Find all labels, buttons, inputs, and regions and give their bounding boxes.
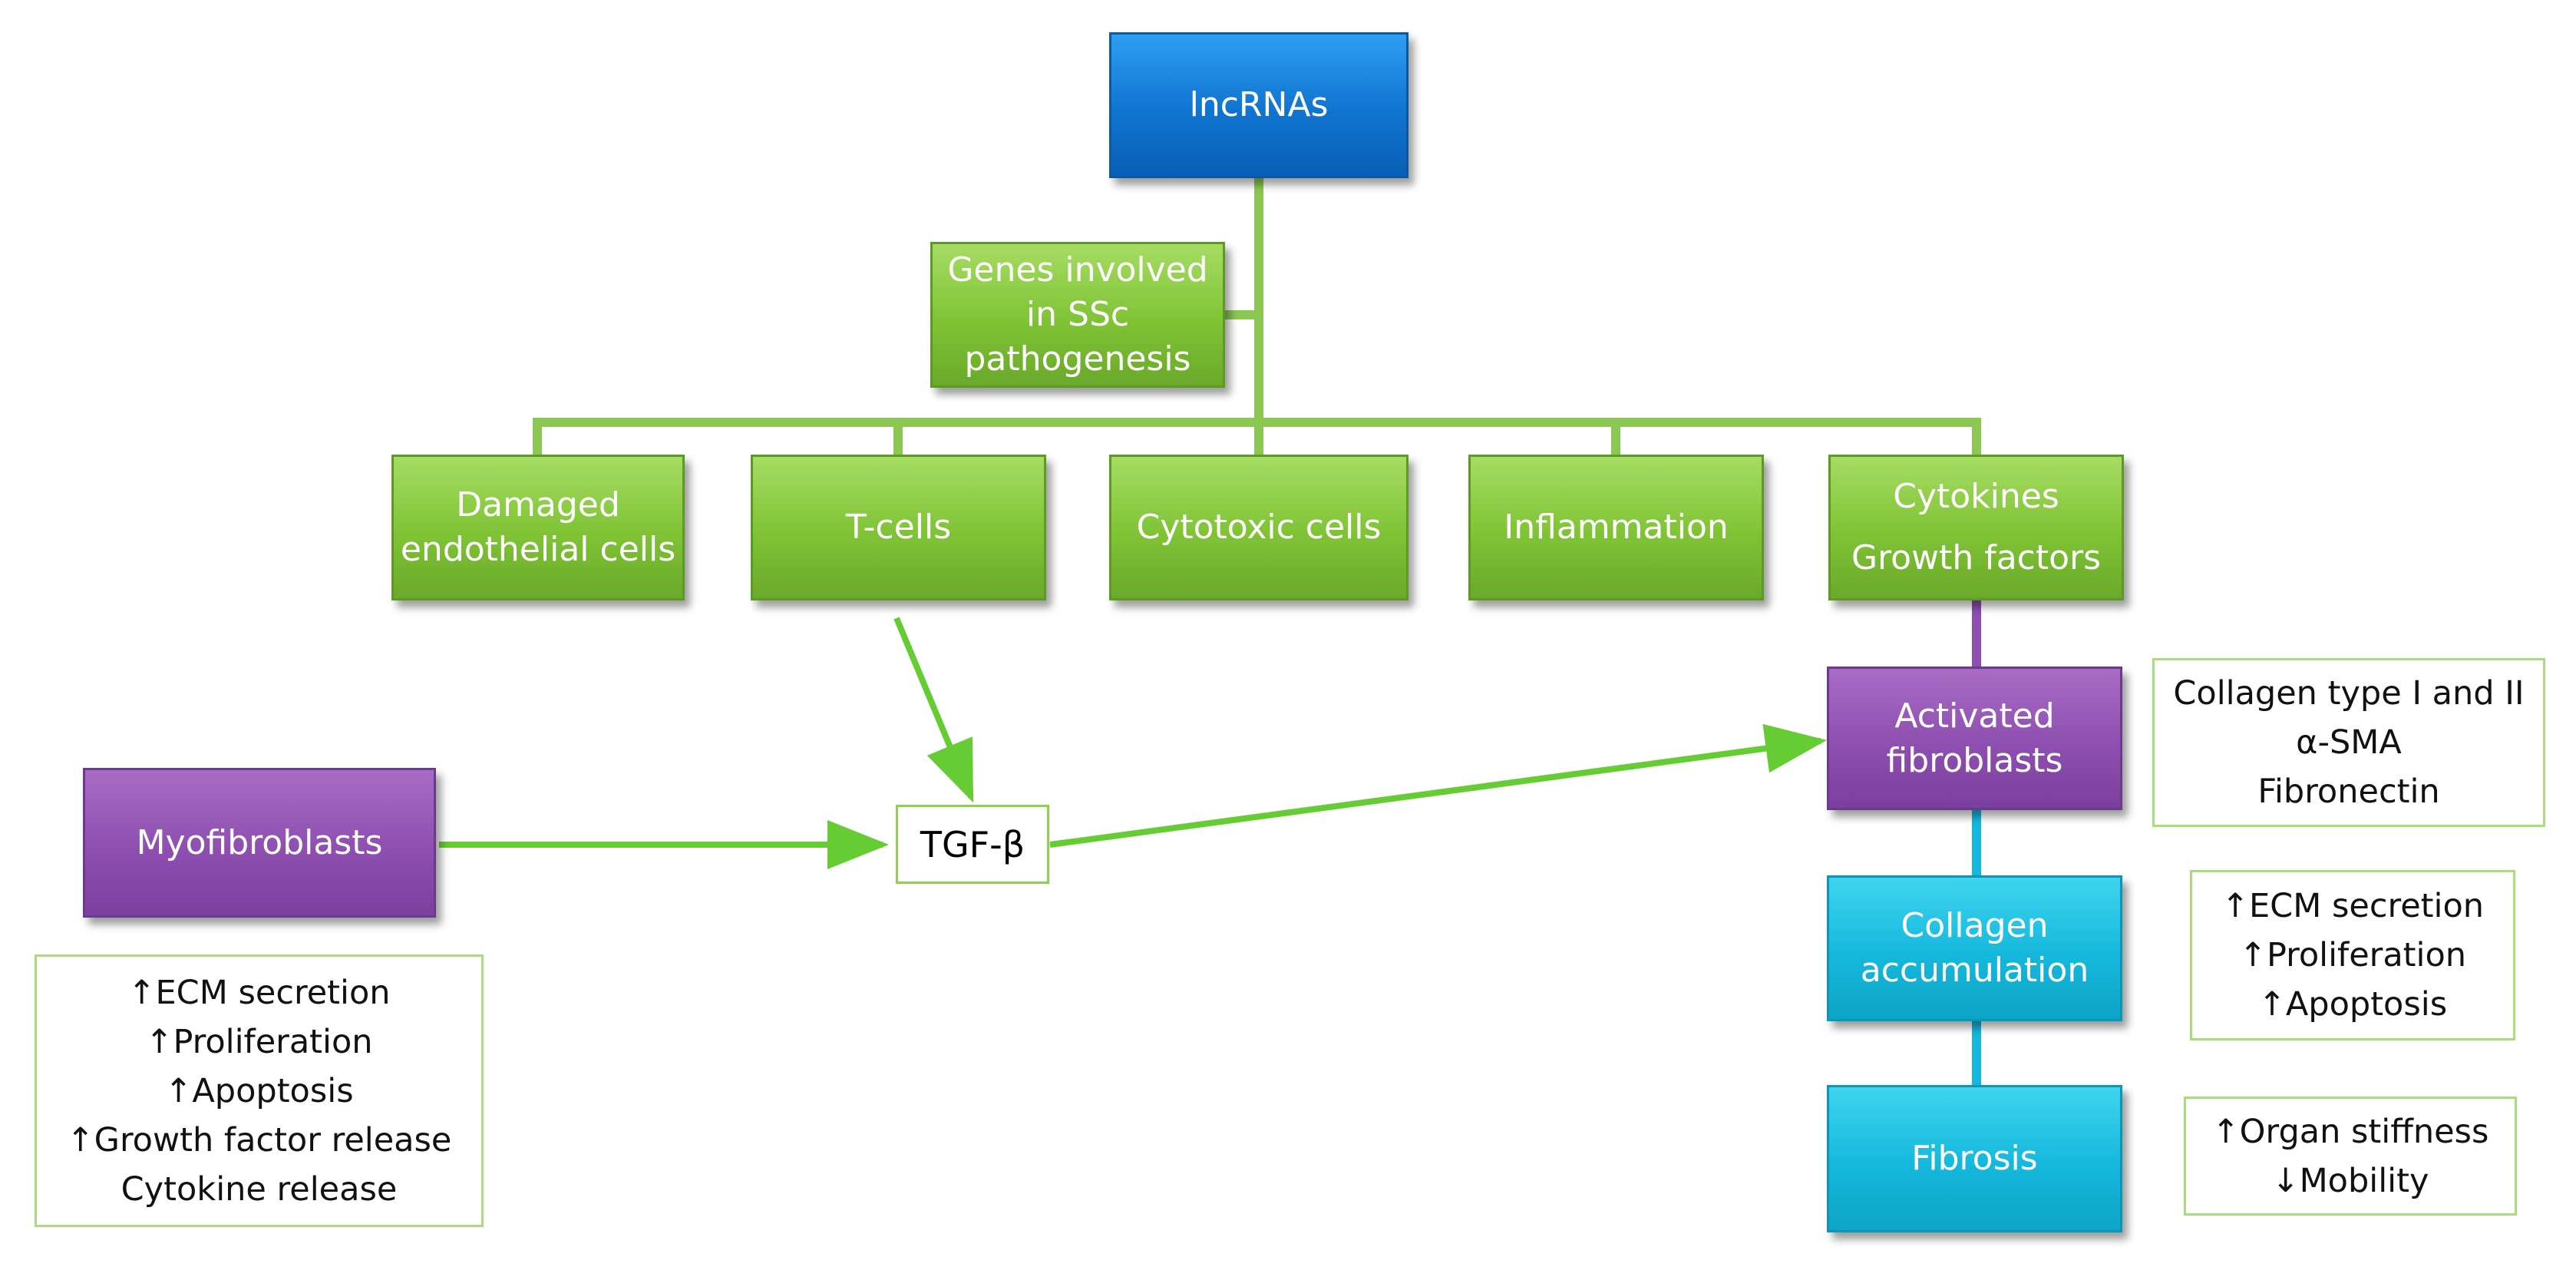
node-collagen-accumulation: Collagen accumulation (1827, 875, 2122, 1021)
note-line: Fibronectin (2257, 772, 2440, 811)
note-line: ↑Proliferation (145, 1022, 373, 1061)
arrow-tcells-tgf (893, 617, 974, 803)
node-myofibroblasts: Myofibroblasts (83, 768, 436, 918)
note-myofibroblasts: ↑ECM secretion ↑Proliferation ↑Apoptosis… (35, 954, 484, 1227)
node-cytokines-growth-label: Cytokines Growth factors (1851, 477, 2102, 577)
arrow-tgf-activated (1049, 723, 1827, 848)
node-damaged-endothelial-label: Damaged endothelial cells (400, 485, 676, 569)
note-collagen-accumulation: ↑ECM secretion ↑Proliferation ↑Apoptosis (2190, 870, 2515, 1040)
note-fibrosis: ↑Organ stiffness ↓Mobility (2184, 1097, 2517, 1216)
node-cytotoxic-cells: Cytotoxic cells (1109, 455, 1409, 600)
node-activated-fibroblasts-label: Activated fibroblasts (1886, 696, 2063, 780)
node-cytotoxic-cells-label: Cytotoxic cells (1136, 508, 1382, 547)
note-line: Collagen type I and II (2173, 674, 2525, 713)
note-line: ↑Proliferation (2238, 936, 2467, 974)
note-line: ↓Mobility (2271, 1161, 2429, 1200)
node-inflammation-label: Inflammation (1504, 508, 1729, 547)
node-lncrnas: lncRNAs (1109, 32, 1409, 178)
node-myofibroblasts-label: Myofibroblasts (136, 822, 383, 862)
node-tgf-beta-label: TGF-β (920, 823, 1025, 865)
node-genes-ssc-label: Genes involved in SSc pathogenesis (947, 250, 1208, 379)
note-line: α-SMA (2296, 723, 2402, 762)
node-fibrosis-label: Fibrosis (1911, 1139, 2038, 1178)
note-line: ↑Growth factor release (66, 1120, 452, 1159)
node-fibrosis: Fibrosis (1827, 1085, 2122, 1232)
node-t-cells-label: T-cells (845, 508, 952, 547)
note-line: ↑Apoptosis (164, 1071, 354, 1110)
node-damaged-endothelial: Damaged endothelial cells (391, 455, 685, 600)
note-line: ↑ECM secretion (2221, 887, 2485, 925)
node-genes-ssc: Genes involved in SSc pathogenesis (930, 242, 1225, 388)
note-line: ↑Apoptosis (2257, 985, 2448, 1024)
node-cytokines-growth: Cytokines Growth factors (1828, 455, 2124, 600)
node-tgf-beta: TGF-β (896, 805, 1049, 884)
note-line: ↑Organ stiffness (2211, 1112, 2489, 1151)
note-line: Cytokine release (121, 1169, 398, 1209)
node-activated-fibroblasts: Activated fibroblasts (1827, 667, 2122, 810)
node-t-cells: T-cells (751, 455, 1046, 600)
note-line: ↑ECM secretion (127, 973, 391, 1012)
node-inflammation: Inflammation (1468, 455, 1764, 600)
node-collagen-accumulation-label: Collagen accumulation (1860, 906, 2089, 990)
note-activated-fibroblasts: Collagen type I and II α-SMA Fibronectin (2152, 658, 2545, 827)
node-lncrnas-label: lncRNAs (1189, 85, 1329, 124)
